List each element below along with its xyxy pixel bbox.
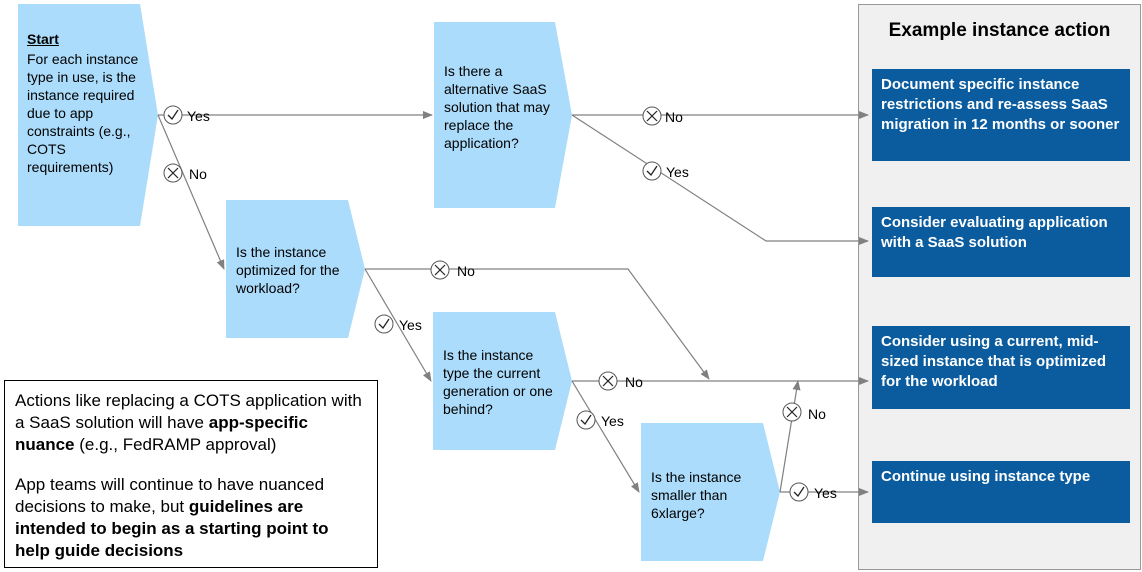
- action-use-current-instance: Consider using a current, mid-sized inst…: [872, 326, 1130, 409]
- no-cross-icon: [163, 163, 183, 183]
- question-size-chevron: [641, 423, 780, 561]
- note-text: Actions like replacing a COTS applicatio…: [15, 391, 362, 432]
- question-generation-chevron: [433, 312, 572, 450]
- note-box: Actions like replacing a COTS applicatio…: [4, 380, 378, 568]
- yes-check-icon: [163, 105, 183, 125]
- note-emphasis: guidelines are intended to begin as a st…: [15, 497, 329, 560]
- label-yes: Yes: [601, 413, 624, 429]
- start-node: Start For each instance type in use, is …: [27, 30, 142, 176]
- yes-check-icon: [374, 314, 394, 334]
- note-text: App teams will continue to have nuanced …: [15, 475, 325, 516]
- note-text: (e.g., FedRAMP approval): [74, 435, 277, 454]
- connector-size-no: [779, 380, 801, 493]
- connector-saas-yes: [571, 114, 869, 245]
- action-document-restrictions: Document specific instance restrictions …: [872, 69, 1130, 161]
- label-no: No: [625, 374, 643, 390]
- action-continue-using: Continue using instance type: [872, 461, 1130, 523]
- label-yes: Yes: [399, 317, 422, 333]
- label-no: No: [808, 406, 826, 422]
- note-emphasis: app-specific nuance: [15, 413, 308, 454]
- note-paragraph-2: App teams will continue to have nuanced …: [15, 474, 367, 562]
- no-cross-icon: [430, 260, 450, 280]
- panel-title: Example instance action: [888, 20, 1111, 41]
- yes-check-icon: [642, 161, 662, 181]
- label-no: No: [665, 109, 683, 125]
- no-cross-icon: [642, 106, 662, 126]
- question-saas-chevron: [434, 22, 572, 208]
- connector-optimized-yes: [364, 268, 432, 382]
- no-cross-icon: [782, 402, 802, 422]
- start-chevron: [18, 4, 158, 226]
- action-evaluate-saas: Consider evaluating application with a S…: [872, 207, 1130, 277]
- label-yes: Yes: [666, 164, 689, 180]
- connector-start-no: [157, 114, 225, 270]
- yes-check-icon: [789, 482, 809, 502]
- question-optimized: Is the instance optimized for the worklo…: [236, 244, 340, 296]
- question-size: Is the instance smaller than 6xlarge?: [651, 469, 742, 521]
- note-paragraph-1: Actions like replacing a COTS applicatio…: [15, 390, 367, 456]
- label-no: No: [189, 166, 207, 182]
- label-yes: Yes: [814, 485, 837, 501]
- label-no: No: [457, 263, 475, 279]
- question-saas: Is there a alternative SaaS solution tha…: [444, 63, 550, 151]
- question-generation: Is the instance type the current generat…: [443, 347, 553, 417]
- question-optimized-chevron: [226, 200, 365, 338]
- start-question: For each instance type in use, is the in…: [27, 51, 139, 175]
- connector-optimized-no: [365, 268, 710, 380]
- yes-check-icon: [576, 410, 596, 430]
- connector-generation-yes: [571, 380, 640, 493]
- start-heading: Start: [27, 31, 59, 47]
- label-yes: Yes: [187, 108, 210, 124]
- no-cross-icon: [598, 371, 618, 391]
